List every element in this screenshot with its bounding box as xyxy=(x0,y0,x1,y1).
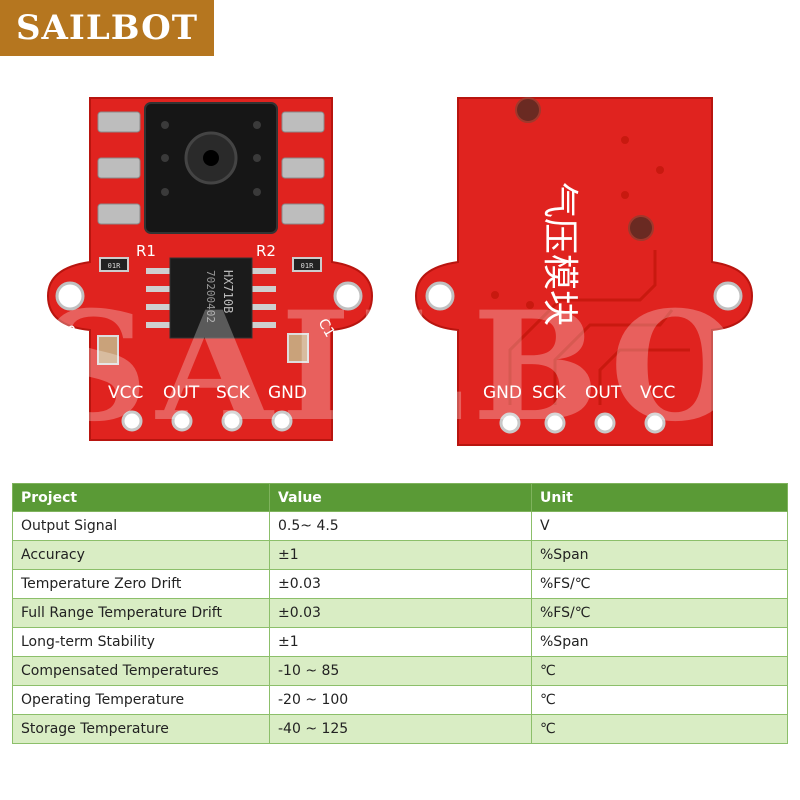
table-row: Compensated Temperatures -10 ~ 85 ℃ xyxy=(12,656,788,686)
cell-value: 0.5~ 4.5 xyxy=(269,511,532,541)
specs-table: Project Value Unit Output Signal 0.5~ 4.… xyxy=(12,483,788,744)
table-row: Full Range Temperature Drift ±0.03 %FS/℃ xyxy=(12,598,788,628)
front-pin-label-gnd: GND xyxy=(268,383,307,403)
sensor-dots xyxy=(161,121,261,196)
front-pin-hole-out xyxy=(171,410,193,432)
adc-chip xyxy=(169,257,253,339)
table-row: Storage Temperature -40 ~ 125 ℃ xyxy=(12,714,788,744)
back-pin-label-vcc: VCC xyxy=(640,383,675,403)
resistor-r1-code: 01R xyxy=(108,262,121,270)
pcb-back: 气压模块 GND SCK OUT VCC xyxy=(414,97,754,446)
back-pin-hole-out xyxy=(594,412,616,434)
back-mount-hole-right xyxy=(713,281,743,311)
back-via-middle xyxy=(628,215,654,241)
cell-unit: ℃ xyxy=(531,656,788,686)
back-via-top xyxy=(515,97,541,123)
chip-pins xyxy=(146,268,276,328)
capacitor-c2 xyxy=(97,335,119,365)
cell-value: ±0.03 xyxy=(269,569,532,599)
cell-project: Storage Temperature xyxy=(12,714,270,744)
front-pin-label-out: OUT xyxy=(163,383,200,403)
brand-logo: SAILBOT xyxy=(0,0,214,56)
front-pin-hole-gnd xyxy=(271,410,293,432)
header-unit: Unit xyxy=(531,483,788,512)
back-pin-label-sck: SCK xyxy=(532,383,567,403)
header-project: Project xyxy=(12,483,270,512)
label-r2: R2 xyxy=(256,242,276,260)
pcb-back-outline xyxy=(414,97,754,446)
specs-header-row: Project Value Unit xyxy=(12,483,788,512)
product-photo: 01R 01R R1 R2 C2 C1 HX710B 70200402 VCC … xyxy=(46,97,754,446)
cell-unit: V xyxy=(531,511,788,541)
cell-unit: %Span xyxy=(531,540,788,570)
cell-unit: ℃ xyxy=(531,685,788,715)
cell-unit: %Span xyxy=(531,627,788,657)
adc-chip-marking-2: 70200402 xyxy=(204,270,217,323)
back-pin-hole-vcc xyxy=(644,412,666,434)
mount-hole-right xyxy=(333,281,363,311)
table-row: Temperature Zero Drift ±0.03 %FS/℃ xyxy=(12,569,788,599)
cell-value: ±1 xyxy=(269,627,532,657)
table-row: Operating Temperature -20 ~ 100 ℃ xyxy=(12,685,788,715)
cell-project: Operating Temperature xyxy=(12,685,270,715)
front-pin-hole-vcc xyxy=(121,410,143,432)
front-pin-label-sck: SCK xyxy=(216,383,251,403)
sensor-port-inner xyxy=(203,150,219,166)
cell-project: Temperature Zero Drift xyxy=(12,569,270,599)
cell-project: Full Range Temperature Drift xyxy=(12,598,270,628)
mount-hole-left xyxy=(55,281,85,311)
back-small-vias xyxy=(491,136,664,309)
cell-value: ±0.03 xyxy=(269,598,532,628)
front-pin-hole-sck xyxy=(221,410,243,432)
cell-value: -20 ~ 100 xyxy=(269,685,532,715)
sensor-pads xyxy=(97,111,325,225)
cell-project: Long-term Stability xyxy=(12,627,270,657)
cell-value: -40 ~ 125 xyxy=(269,714,532,744)
table-row: Output Signal 0.5~ 4.5 V xyxy=(12,511,788,541)
pcb-front: 01R 01R R1 R2 C2 C1 HX710B 70200402 VCC … xyxy=(46,97,374,441)
cell-value: -10 ~ 85 xyxy=(269,656,532,686)
resistor-r2-code: 01R xyxy=(301,262,314,270)
front-pin-label-vcc: VCC xyxy=(108,383,143,403)
header-value: Value xyxy=(269,483,532,512)
adc-chip-marking-1: HX710B xyxy=(221,270,235,313)
resistor-r1 xyxy=(99,257,129,272)
cell-unit: %FS/℃ xyxy=(531,569,788,599)
label-r1: R1 xyxy=(136,242,156,260)
back-mount-hole-left xyxy=(425,281,455,311)
cell-unit: %FS/℃ xyxy=(531,598,788,628)
back-pin-hole-gnd xyxy=(499,412,521,434)
table-row: Long-term Stability ±1 %Span xyxy=(12,627,788,657)
cell-value: ±1 xyxy=(269,540,532,570)
back-silkscreen-title: 气压模块 xyxy=(539,182,580,326)
resistor-r2 xyxy=(292,257,322,272)
cell-project: Accuracy xyxy=(12,540,270,570)
back-pin-label-out: OUT xyxy=(585,383,622,403)
capacitor-c1 xyxy=(287,333,309,363)
back-pin-hole-sck xyxy=(544,412,566,434)
cell-project: Compensated Temperatures xyxy=(12,656,270,686)
back-traces xyxy=(508,250,690,405)
back-pin-label-gnd: GND xyxy=(483,383,522,403)
brand-logo-text: SAILBOT xyxy=(15,8,199,48)
cell-unit: ℃ xyxy=(531,714,788,744)
table-row: Accuracy ±1 %Span xyxy=(12,540,788,570)
cell-project: Output Signal xyxy=(12,511,270,541)
